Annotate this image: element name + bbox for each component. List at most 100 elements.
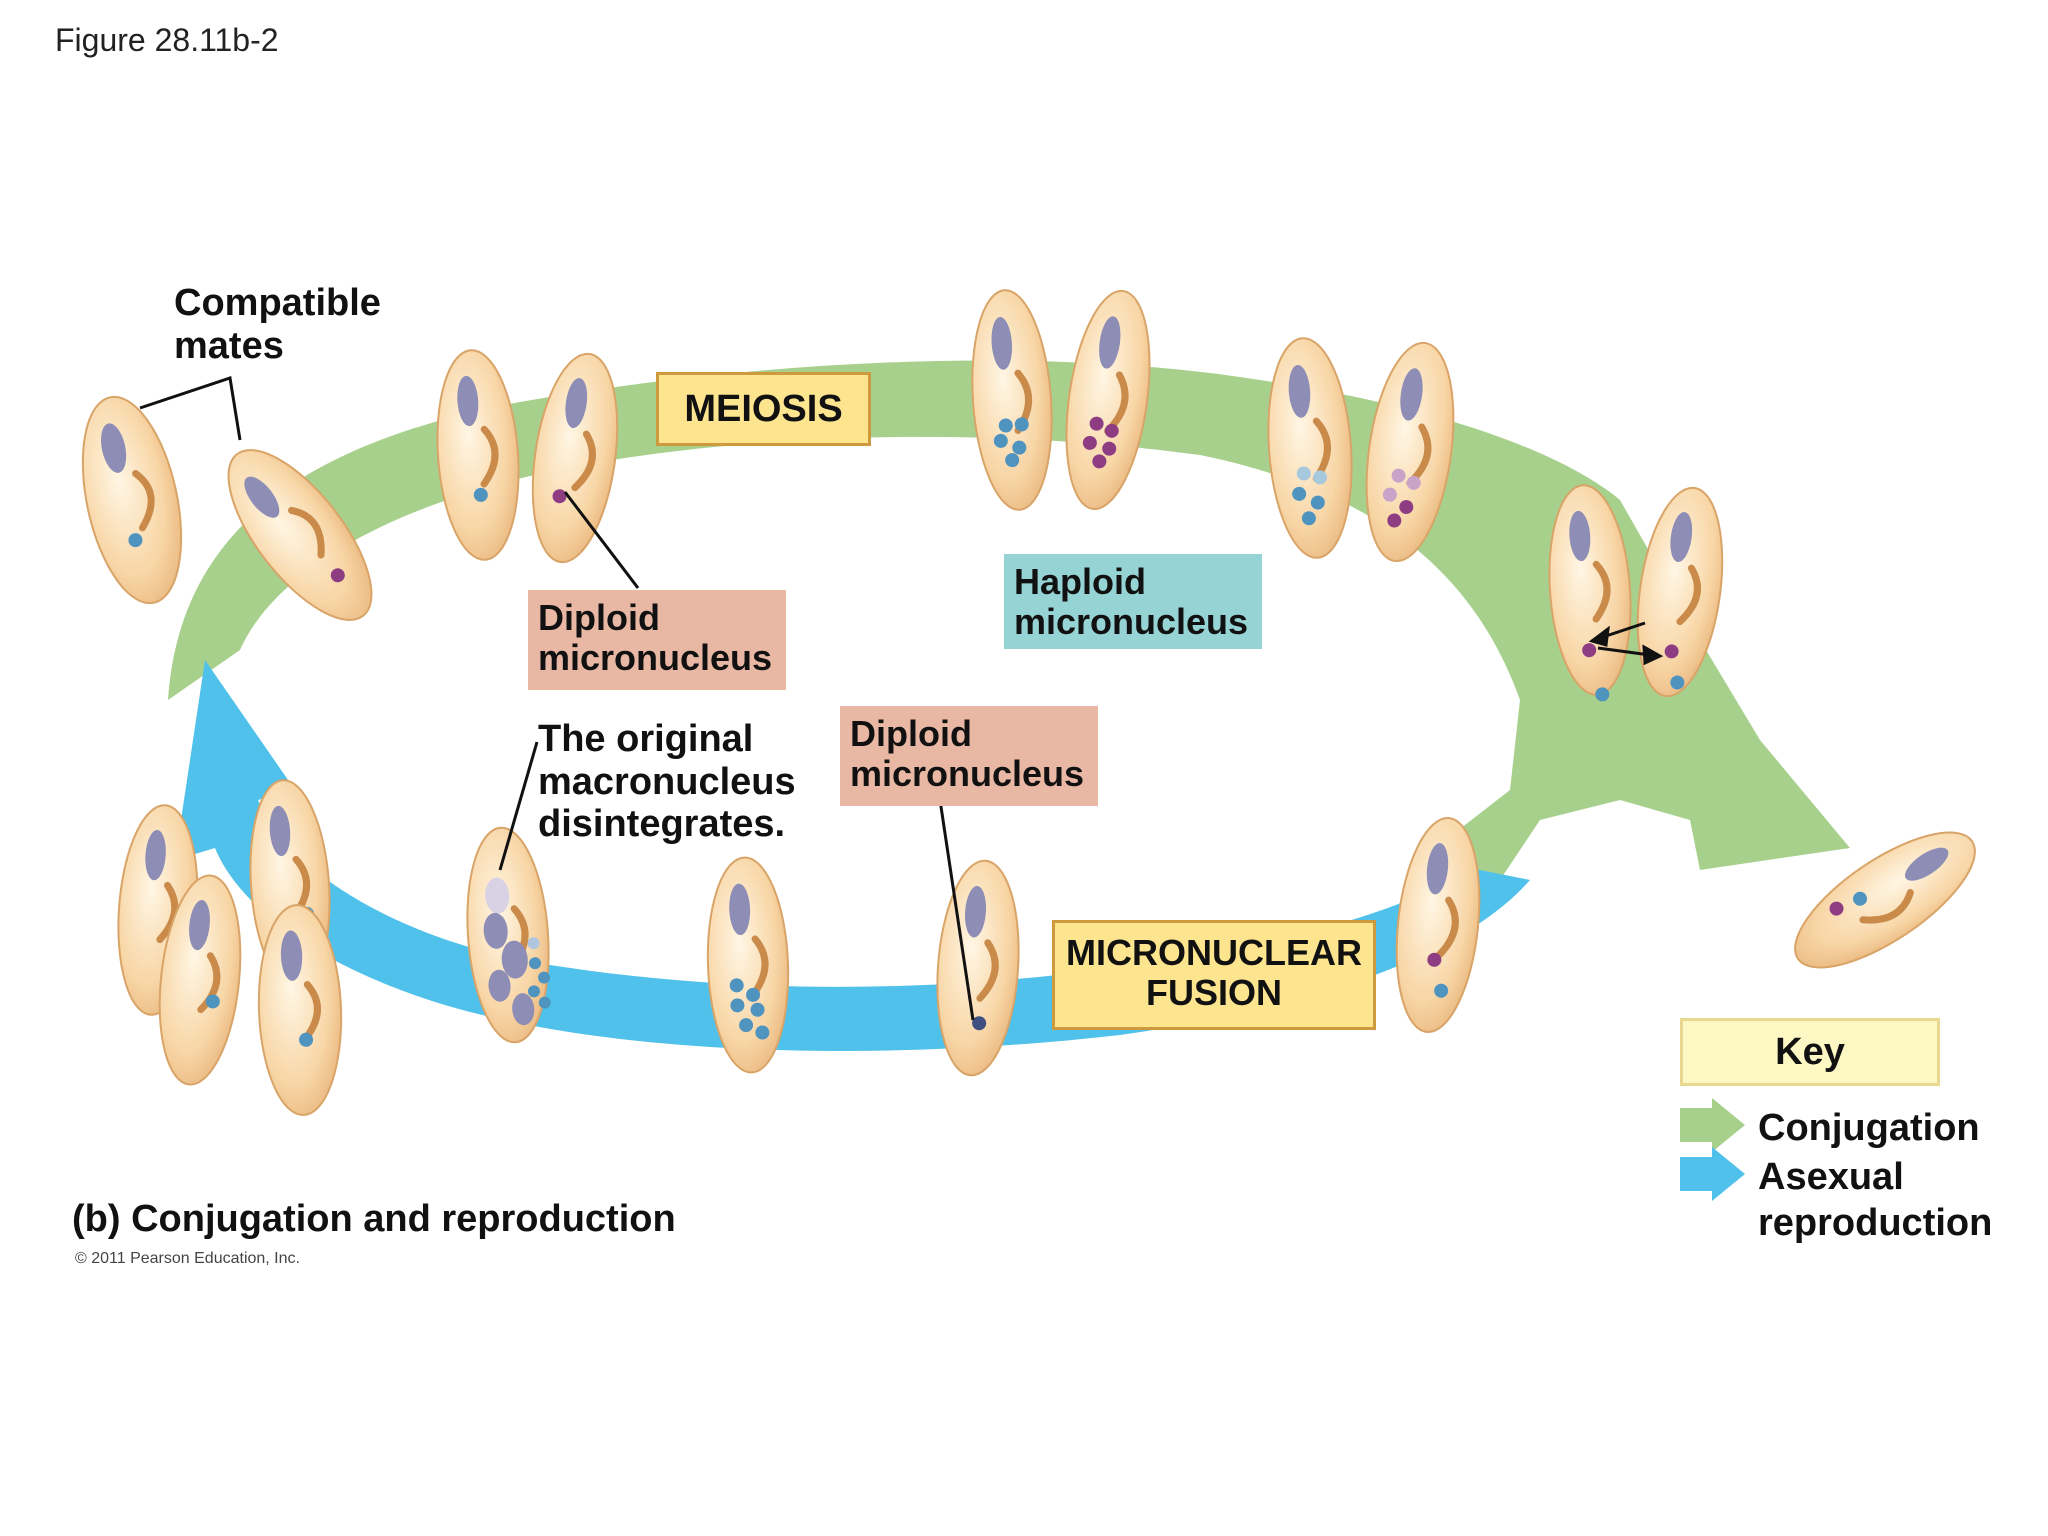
cell-body [257, 904, 343, 1116]
micronucleus [330, 568, 345, 583]
oral-groove [480, 425, 499, 488]
diploid-mid-line1: Diploid [850, 713, 972, 754]
micronucleus [739, 1018, 754, 1033]
macronucleus [457, 375, 479, 427]
cell-body [1636, 486, 1724, 698]
micronucleus [1012, 440, 1027, 455]
macronucleus-line1: The original [538, 718, 754, 760]
cell-body [436, 349, 520, 561]
cell-body [466, 826, 550, 1044]
micronucleus [993, 433, 1008, 448]
oral-groove [288, 506, 325, 559]
micronucleus-exchange-arrows [1588, 621, 1664, 666]
cell-body [706, 856, 790, 1074]
oral-groove [976, 939, 999, 1002]
micronucleus [1391, 468, 1406, 483]
meiosis-label: MEIOSIS [656, 372, 871, 446]
macronucleus [964, 886, 987, 938]
macronucleus [1670, 512, 1693, 563]
paramecium-cell [257, 904, 343, 1116]
micronucleus [538, 996, 551, 1009]
oral-groove [132, 469, 155, 532]
diploid-mid-line2: micronucleus [850, 753, 1085, 795]
macronucleus [1569, 510, 1591, 562]
micronucleus [1092, 454, 1107, 469]
key-asexual-line1: Asexual [1758, 1156, 1904, 1198]
haploid-line2: micronucleus [1014, 601, 1249, 643]
diploid-top-line2: micronucleus [538, 637, 773, 679]
micronucleus [1829, 901, 1844, 916]
micronucleus [1664, 644, 1679, 659]
macronucleus [1400, 368, 1423, 421]
macronucleus [189, 899, 210, 951]
macronucleus-line2: macronucleus [538, 760, 796, 803]
macronucleus-fragment [501, 940, 528, 979]
macronucleus [1288, 365, 1311, 418]
key-title: Key [1680, 1018, 1940, 1086]
oral-groove [1859, 889, 1914, 924]
micronucleus [552, 489, 567, 504]
micronucleus [746, 987, 761, 1002]
paramecium-cell [531, 352, 619, 564]
micronucleus [1104, 423, 1119, 438]
key-asexual-label: Asexual reproduction [1758, 1155, 1992, 1246]
fusion-line1: MICRONUCLEAR [1066, 932, 1362, 973]
figure-id: Figure 28.11b-2 [55, 22, 279, 58]
oral-groove [197, 952, 221, 1014]
macronucleus [269, 805, 291, 857]
diploid-micronucleus-mid-label: Diploid micronucleus [840, 706, 1098, 806]
oral-groove [156, 881, 179, 944]
paramecium-cell [1794, 831, 1976, 969]
micronucleus [972, 1016, 987, 1031]
macronucleus [565, 378, 588, 429]
macronucleus [145, 829, 166, 881]
macronucleus [244, 476, 280, 518]
diploid-top-line1: Diploid [538, 597, 660, 638]
micronucleus [750, 1002, 765, 1017]
fusion-line2: FUSION [1145, 972, 1282, 1014]
micronucleus [527, 937, 540, 950]
paramecium-cell [1065, 289, 1151, 511]
cell-body [158, 874, 242, 1086]
micronucleus [1089, 416, 1104, 431]
macronucleus-fragment [512, 993, 535, 1026]
compatible-mates-line1: Compatible [174, 282, 381, 324]
paramecium-cell [1395, 817, 1481, 1033]
paramecium-cell [936, 859, 1020, 1077]
cell-body [1365, 341, 1455, 563]
micronucleus [729, 978, 744, 993]
key-conjugation-label: Conjugation [1758, 1107, 1980, 1149]
paramecium-cell [436, 349, 520, 561]
micronucleus [1310, 495, 1325, 510]
macronucleus [991, 317, 1013, 370]
diploid-micronucleus-top-label: Diploid micronucleus [528, 590, 786, 690]
macronucleus [101, 423, 127, 473]
haploid-line1: Haploid [1014, 561, 1146, 602]
paramecium-cell [1548, 484, 1632, 702]
micronucleus [1399, 500, 1414, 515]
micronucleus [473, 487, 488, 502]
cell-body [971, 289, 1053, 511]
paramecium-cell [1365, 341, 1455, 563]
paramecium-cell [227, 449, 373, 621]
micronucleus [1595, 687, 1610, 702]
diploid-top-pointer [563, 491, 640, 589]
compatible-mates-label: Compatible mates [174, 282, 381, 367]
micronucleus [1427, 952, 1442, 967]
micronucleus [299, 1032, 314, 1047]
key-asexual-line2: reproduction [1758, 1201, 1993, 1244]
micronucleus [1406, 475, 1421, 490]
macronucleus-fragment [488, 969, 511, 1002]
paramecium-cell [1267, 337, 1353, 559]
micronucleus [1292, 486, 1307, 501]
micronucleus [128, 533, 143, 548]
oral-groove [571, 430, 596, 492]
micronucleus [1582, 643, 1597, 658]
paramecium-cell [706, 856, 790, 1074]
diploid-mid-pointer [938, 799, 975, 1021]
micronucleus [1301, 511, 1316, 526]
paramecium-cell [1636, 486, 1724, 698]
macronucleus [280, 930, 303, 981]
macronucleus [1426, 843, 1449, 895]
